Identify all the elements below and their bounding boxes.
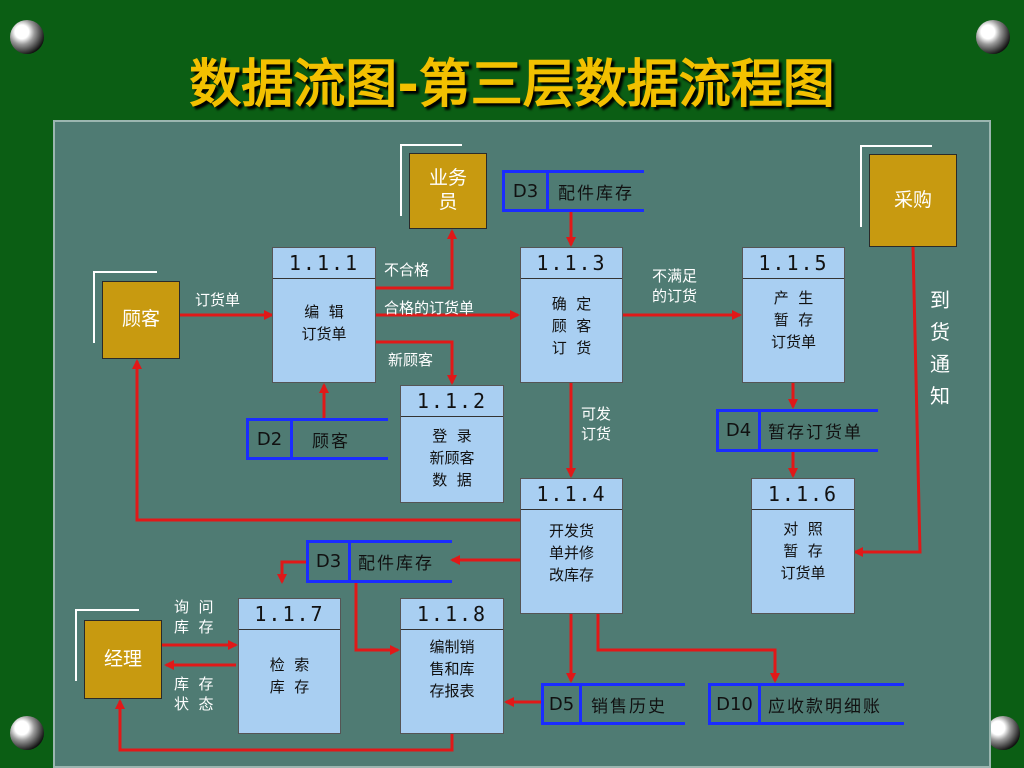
process-1-1-7[interactable]: 1.1.7 检 索 库 存: [238, 598, 341, 734]
process-id: 1.1.5: [743, 248, 844, 279]
store-d4[interactable]: D4 暂存订货单: [716, 409, 878, 452]
customer-bracket: [93, 271, 157, 343]
flow-d3-to-118: [354, 583, 400, 655]
store-d2[interactable]: D2 顾客: [246, 418, 388, 460]
store-d5[interactable]: D5 销售历史: [541, 683, 685, 725]
process-1-1-1[interactable]: 1.1.1 编 辑 订货单: [272, 247, 376, 383]
entity-manager[interactable]: 经理: [84, 620, 162, 699]
corner-ornament-bottom-right: [986, 716, 1020, 750]
corner-ornament-bottom-left: [10, 716, 44, 750]
process-1-1-2[interactable]: 1.1.2 登 录 新顾客 数 据: [400, 385, 504, 503]
label-qualified-order: 合格的订货单: [384, 299, 475, 317]
label-query-stock: 询 问 库 存: [174, 598, 214, 636]
process-name: 确 定 顾 客 订 货: [551, 295, 592, 357]
label-unsatisfied-order: 不满足 的订货: [652, 267, 698, 305]
store-name: 配件库存: [558, 183, 634, 204]
process-name: 检 索 库 存: [269, 656, 310, 696]
store-d10[interactable]: D10 应收款明细账: [708, 683, 904, 725]
store-id: D4: [725, 420, 752, 441]
process-1-1-5[interactable]: 1.1.5 产 生 暂 存 订货单: [742, 247, 845, 383]
flow-d3-to-117: [277, 560, 306, 584]
process-name: 登 录 新顾客 数 据: [429, 427, 475, 489]
store-d3-mid[interactable]: D3 配件库存: [306, 540, 452, 583]
label-stock-status: 库 存 状 态: [174, 675, 214, 713]
process-id: 1.1.2: [401, 386, 503, 417]
process-1-1-4[interactable]: 1.1.4 开发货 单并修 改库存: [520, 478, 623, 614]
process-id: 1.1.8: [401, 599, 503, 630]
process-id: 1.1.6: [752, 479, 854, 510]
store-id: D2: [256, 428, 283, 450]
salesperson-bracket: [400, 144, 462, 216]
store-name: 应收款明细账: [768, 696, 882, 717]
flow-purchasing-to-116: [853, 246, 922, 557]
flow-114-to-customer: [132, 359, 520, 522]
label-shippable-order: 可发 订货: [581, 405, 612, 443]
process-name: 产 生 暂 存 订货单: [770, 289, 816, 351]
entity-purchasing[interactable]: 采购: [869, 154, 957, 247]
label-new-customer: 新顾客: [388, 351, 434, 369]
process-1-1-3[interactable]: 1.1.3 确 定 顾 客 订 货: [520, 247, 623, 383]
entity-salesperson[interactable]: 业务 员: [409, 153, 487, 229]
process-id: 1.1.3: [521, 248, 622, 279]
store-name: 顾客: [312, 431, 350, 452]
store-id: D3: [512, 180, 539, 202]
page-title: 数据流图-第三层数据流程图: [189, 55, 835, 115]
label-order: 订货单: [195, 291, 241, 309]
process-1-1-6[interactable]: 1.1.6 对 照 暂 存 订货单: [751, 478, 855, 614]
diagram-panel: [53, 120, 991, 768]
flow-111-to-112: [376, 340, 457, 385]
process-name: 编 辑 订货单: [301, 303, 347, 343]
store-id: D10: [716, 693, 753, 715]
store-name: 暂存订货单: [768, 423, 863, 443]
flow-118-to-manager: [115, 699, 454, 752]
process-name: 对 照 暂 存 订货单: [780, 520, 826, 582]
process-id: 1.1.7: [239, 599, 340, 630]
store-d3-top[interactable]: D3 配件库存: [502, 170, 644, 212]
process-id: 1.1.1: [273, 248, 375, 279]
entity-customer[interactable]: 顾客: [102, 281, 180, 359]
store-id: D5: [548, 693, 575, 715]
process-id: 1.1.4: [521, 479, 622, 510]
process-1-1-8[interactable]: 1.1.8 编制销 售和库 存报表: [400, 598, 504, 734]
store-id: D3: [315, 551, 342, 572]
label-arrival-notice: 到 货 通 知: [930, 288, 950, 408]
flow-111-to-salesperson: [376, 229, 457, 290]
store-name: 配件库存: [358, 554, 434, 574]
corner-ornament-top-right: [976, 20, 1010, 54]
manager-bracket: [75, 609, 139, 681]
store-name: 销售历史: [591, 696, 667, 717]
process-name: 开发货 单并修 改库存: [548, 522, 594, 584]
label-unqualified: 不合格: [384, 261, 430, 279]
corner-ornament-top-left: [10, 20, 44, 54]
process-name: 编制销 售和库 存报表: [429, 638, 475, 700]
purchasing-bracket: [860, 145, 932, 227]
flow-114-to-d10: [596, 614, 780, 683]
